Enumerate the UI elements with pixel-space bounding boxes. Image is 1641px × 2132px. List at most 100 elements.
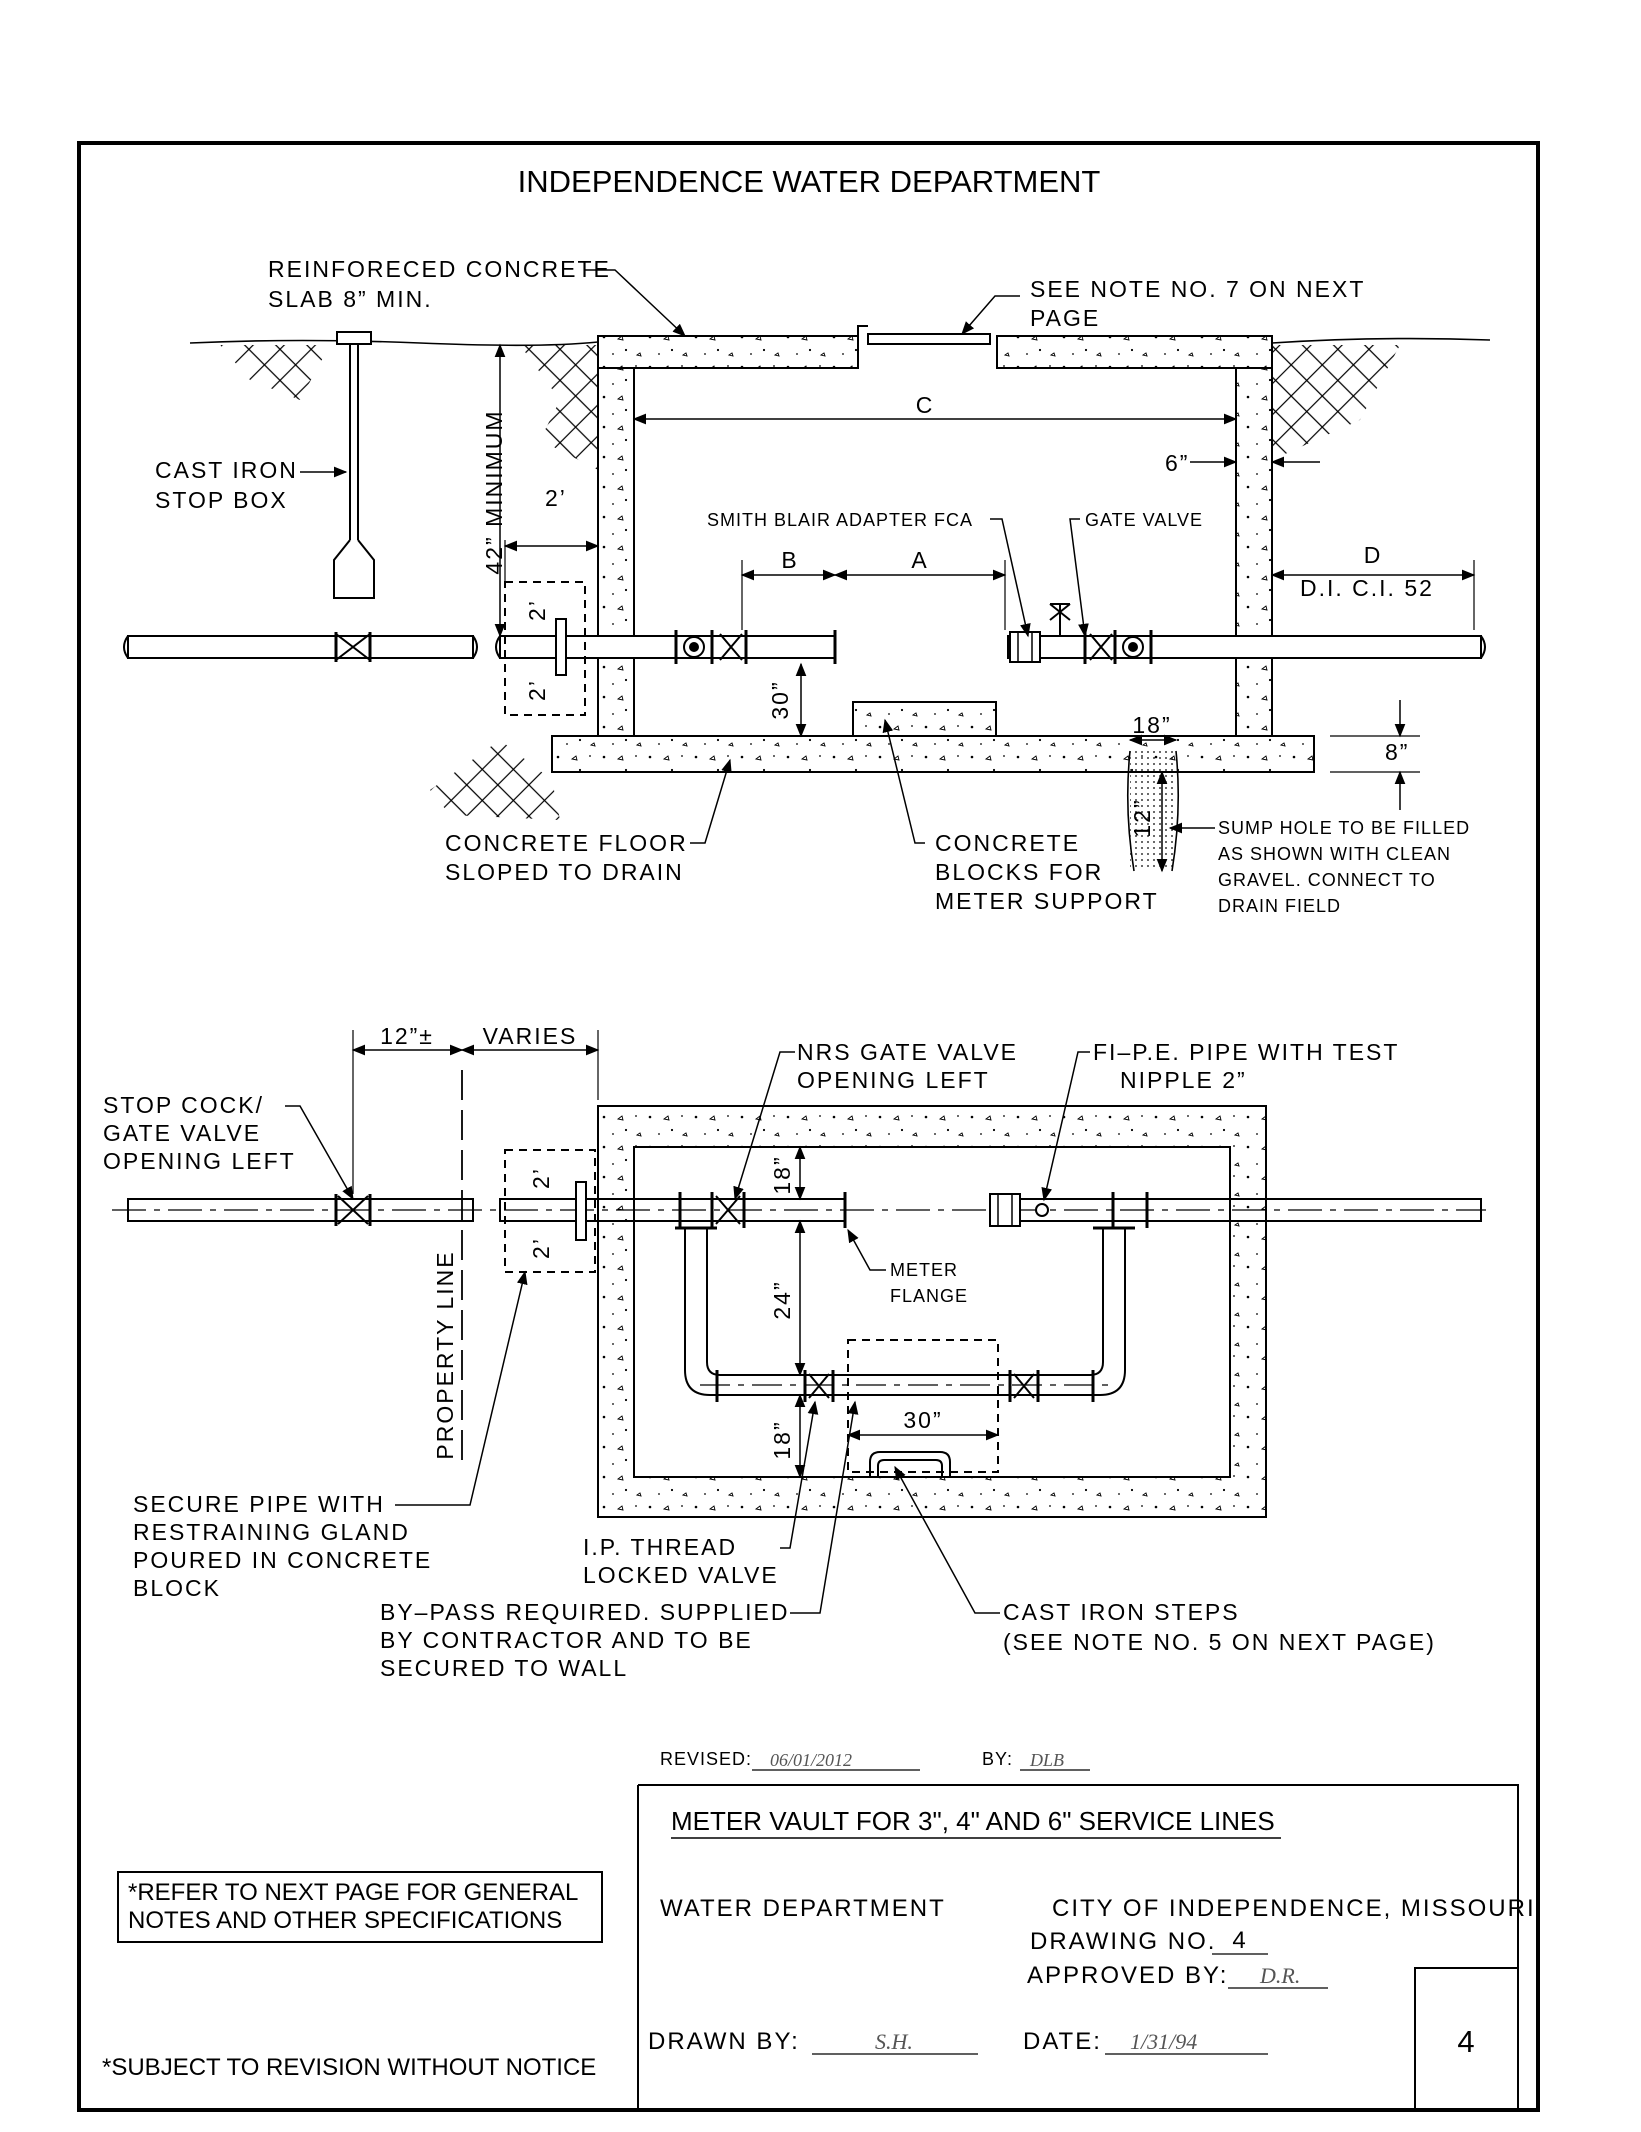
revised-label: REVISED: xyxy=(660,1749,752,1769)
soil-hatch-wall xyxy=(520,345,598,470)
approved-value: D.R. xyxy=(1259,1963,1300,1988)
label-dim-12pm: 12”± xyxy=(380,1023,434,1049)
label-dim-8: 8” xyxy=(1385,739,1409,765)
by-value: DLB xyxy=(1029,1750,1064,1770)
adapter-fca xyxy=(1009,631,1041,663)
vault-floor xyxy=(551,735,1315,773)
label-plan-dim-2b: 2’ xyxy=(528,1237,554,1259)
label-dim-30: 30” xyxy=(767,680,793,719)
header-title: INDEPENDENCE WATER DEPARTMENT xyxy=(518,164,1101,199)
stop-box-body xyxy=(333,539,375,599)
sheet-number: 4 xyxy=(1457,2024,1474,2059)
label-fipe-2: NIPPLE 2” xyxy=(1120,1067,1247,1093)
label-blocks-3: METER SUPPORT xyxy=(935,888,1159,914)
label-dim-12: 12” xyxy=(1129,798,1155,837)
label-varies: VARIES xyxy=(483,1023,578,1049)
ground-line xyxy=(189,337,1491,347)
drawn-label: DRAWN BY: xyxy=(648,2028,800,2055)
drawing-title: METER VAULT FOR 3", 4" AND 6" SERVICE LI… xyxy=(671,1806,1275,1836)
plan-restraint-block xyxy=(504,1149,596,1273)
label-adapter: SMITH BLAIR ADAPTER FCA xyxy=(707,510,973,530)
label-meter-flange-1: METER xyxy=(890,1260,958,1280)
section-view: REINFORECED CONCRETE SLAB 8” MIN. SEE NO… xyxy=(123,256,1491,916)
plan-vault-walls xyxy=(597,1105,1267,1518)
dept-label: WATER DEPARTMENT xyxy=(660,1895,946,1922)
plan-adapter xyxy=(989,1192,1149,1228)
label-see-note-1: SEE NOTE NO. 7 ON NEXT xyxy=(1030,276,1365,302)
label-slab-1: REINFORECED CONCRETE xyxy=(268,256,611,282)
hatch-handle xyxy=(857,325,868,336)
soil-hatch-left xyxy=(220,345,330,400)
label-plan-dim-24: 24” xyxy=(769,1280,795,1319)
label-steps-1: CAST IRON STEPS xyxy=(1003,1599,1240,1625)
label-blocks-2: BLOCKS FOR xyxy=(935,859,1103,885)
label-plan-dim-18b: 18” xyxy=(769,1420,795,1459)
label-property-line: PROPERTY LINE xyxy=(432,1250,458,1459)
plan-pipe-left xyxy=(127,1198,474,1222)
label-stop-cock-2: GATE VALVE xyxy=(103,1120,261,1146)
label-secure-3: POURED IN CONCRETE xyxy=(133,1547,432,1573)
vault-wall-left xyxy=(597,367,635,737)
notes-box xyxy=(117,1871,603,1943)
note-subject: *SUBJECT TO REVISION WITHOUT NOTICE xyxy=(102,2054,596,2081)
plan-view: 12”± VARIES NRS GATE VALVE OPENING LEFT … xyxy=(103,1023,1486,1681)
label-sump-4: DRAIN FIELD xyxy=(1218,896,1341,916)
valve-left xyxy=(334,632,372,662)
label-stop-box-2: STOP BOX xyxy=(155,487,288,513)
label-fipe-1: FI–P.E. PIPE WITH TEST xyxy=(1093,1039,1399,1065)
sump-hole xyxy=(1130,751,1176,871)
label-dim-6: 6” xyxy=(1165,450,1189,476)
date-value: 1/31/94 xyxy=(1130,2029,1197,2054)
bypass-valve-right xyxy=(1008,1370,1040,1402)
label-floor-1: CONCRETE FLOOR xyxy=(445,830,688,856)
label-meter-flange-2: FLANGE xyxy=(890,1286,968,1306)
label-slab-2: SLAB 8” MIN. xyxy=(268,286,433,312)
label-sump-2: AS SHOWN WITH CLEAN xyxy=(1218,844,1451,864)
soil-hatch-bottom xyxy=(430,740,560,820)
label-pipe-spec: D.I. C.I. 52 xyxy=(1300,575,1434,601)
pipe-outlet xyxy=(1007,635,1482,659)
meter-support-block xyxy=(852,701,997,737)
plan-nrs-valve xyxy=(678,1192,847,1228)
label-floor-2: SLOPED TO DRAIN xyxy=(445,859,684,885)
label-dim-b: B xyxy=(781,547,798,573)
label-sump-3: GRAVEL. CONNECT TO xyxy=(1218,870,1436,890)
vault-wall-right xyxy=(1235,367,1273,737)
label-plan-dim-18a: 18” xyxy=(769,1155,795,1194)
label-minimum: 42” MINIMUM xyxy=(481,409,507,574)
label-dim-a: A xyxy=(911,547,928,573)
stop-box-cap xyxy=(336,331,372,345)
vault-slab-right xyxy=(996,335,1273,369)
drawing-no-value: 4 xyxy=(1232,1927,1247,1954)
approved-label: APPROVED BY: xyxy=(1027,1962,1228,1989)
label-ip-thread-2: LOCKED VALVE xyxy=(583,1562,779,1588)
pipe-left xyxy=(127,635,474,659)
label-dim-2a: 2’ xyxy=(524,599,550,621)
soil-hatch-right xyxy=(1272,345,1400,460)
label-nrs-2: OPENING LEFT xyxy=(797,1067,990,1093)
valve-inlet xyxy=(674,630,837,664)
pipe-service xyxy=(499,635,836,659)
label-bypass-1: BY–PASS REQUIRED. SUPPLIED xyxy=(380,1599,789,1625)
label-dim-2ft: 2’ xyxy=(545,485,567,511)
label-gate-valve: GATE VALVE xyxy=(1085,510,1203,530)
date-label: DATE: xyxy=(1023,2028,1102,2055)
note-refer-2: NOTES AND OTHER SPECIFICATIONS xyxy=(128,1907,562,1934)
label-plan-dim-2a: 2’ xyxy=(528,1167,554,1189)
label-stop-cock-3: OPENING LEFT xyxy=(103,1148,296,1174)
title-block: REVISED: 06/01/2012 BY: DLB METER VAULT … xyxy=(637,1749,1534,2110)
note-refer-1: *REFER TO NEXT PAGE FOR GENERAL xyxy=(128,1879,578,1906)
label-blocks-1: CONCRETE xyxy=(935,830,1080,856)
label-dim-2b: 2’ xyxy=(524,679,550,701)
label-dim-d: D xyxy=(1364,542,1383,568)
label-dim-18: 18” xyxy=(1132,712,1171,738)
restraint-block xyxy=(504,581,586,716)
label-secure-1: SECURE PIPE WITH xyxy=(133,1491,385,1517)
access-hatch xyxy=(867,333,991,345)
label-secure-4: BLOCK xyxy=(133,1575,221,1601)
label-stop-cock-1: STOP COCK/ xyxy=(103,1092,264,1118)
label-steps-2: (SEE NOTE NO. 5 ON NEXT PAGE) xyxy=(1003,1629,1436,1655)
label-secure-2: RESTRAINING GLAND xyxy=(133,1519,410,1545)
by-label: BY: xyxy=(982,1749,1013,1769)
